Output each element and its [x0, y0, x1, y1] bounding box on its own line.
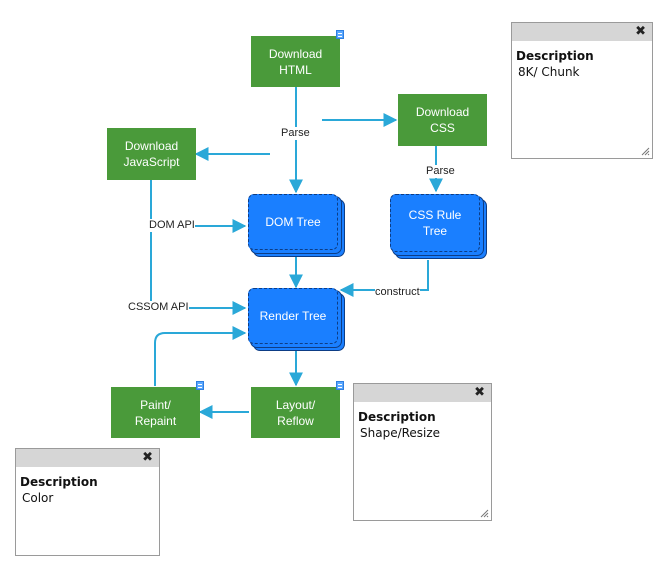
edge-css-rule-to-render — [339, 260, 429, 297]
panel-title: Description — [20, 475, 98, 489]
panel-body: 8K/ Chunk — [518, 65, 580, 79]
description-panel-layout-reflow: ✖ Description Shape/Resize — [353, 383, 492, 521]
edge-label-parse-html: Parse — [281, 127, 310, 140]
description-panel-download-html: ✖ Description 8K/ Chunk — [511, 22, 653, 159]
panel-title: Description — [516, 49, 594, 63]
node-label: CSS Rule Tree — [408, 208, 462, 238]
close-icon[interactable]: ✖ — [635, 24, 646, 39]
note-icon[interactable] — [336, 381, 344, 390]
resize-grip-icon[interactable] — [640, 146, 650, 156]
panel-header[interactable]: ✖ — [354, 384, 491, 402]
close-icon[interactable]: ✖ — [474, 385, 485, 400]
panel-title: Description — [358, 410, 436, 424]
panel-body: Shape/Resize — [360, 426, 441, 440]
panel-body: Color — [22, 491, 54, 505]
panel-header[interactable]: ✖ — [512, 23, 652, 41]
node-label: Download HTML — [268, 46, 323, 77]
node-label: Render Tree — [259, 309, 327, 323]
resize-grip-icon[interactable] — [479, 508, 489, 518]
node-label: Download JavaScript — [123, 139, 180, 169]
panel-header[interactable]: ✖ — [16, 449, 159, 467]
edge-label-cssom-api: CSSOM API — [128, 301, 189, 314]
node-layout-reflow[interactable]: Layout/ Reflow — [251, 381, 344, 438]
edge-label-parse-css: Parse — [426, 165, 455, 178]
close-icon[interactable]: ✖ — [142, 450, 153, 465]
description-panel-paint-repaint: ✖ Description Color — [15, 448, 160, 556]
node-paint-repaint[interactable]: Paint/ Repaint — [111, 381, 204, 438]
edge-js-cssom-to-render — [150, 226, 247, 315]
edge-label-construct: construct — [375, 286, 420, 299]
node-dom-tree[interactable]: DOM Tree — [248, 194, 338, 250]
edge-paint-to-render — [154, 326, 247, 386]
node-download-html[interactable]: Download HTML — [251, 30, 344, 87]
node-label: DOM Tree — [265, 215, 321, 229]
note-icon[interactable] — [336, 30, 344, 39]
note-icon[interactable] — [196, 381, 204, 390]
node-label: Paint/ Repaint — [134, 397, 177, 428]
node-download-css[interactable]: Download CSS — [398, 94, 487, 146]
node-render-tree[interactable]: Render Tree — [248, 288, 338, 344]
edge-label-dom-api: DOM API — [149, 219, 195, 232]
node-label: Download CSS — [415, 105, 470, 135]
node-css-rule-tree[interactable]: CSS Rule Tree — [390, 194, 480, 252]
node-download-javascript[interactable]: Download JavaScript — [107, 128, 196, 180]
node-label: Layout/ Reflow — [275, 397, 316, 428]
